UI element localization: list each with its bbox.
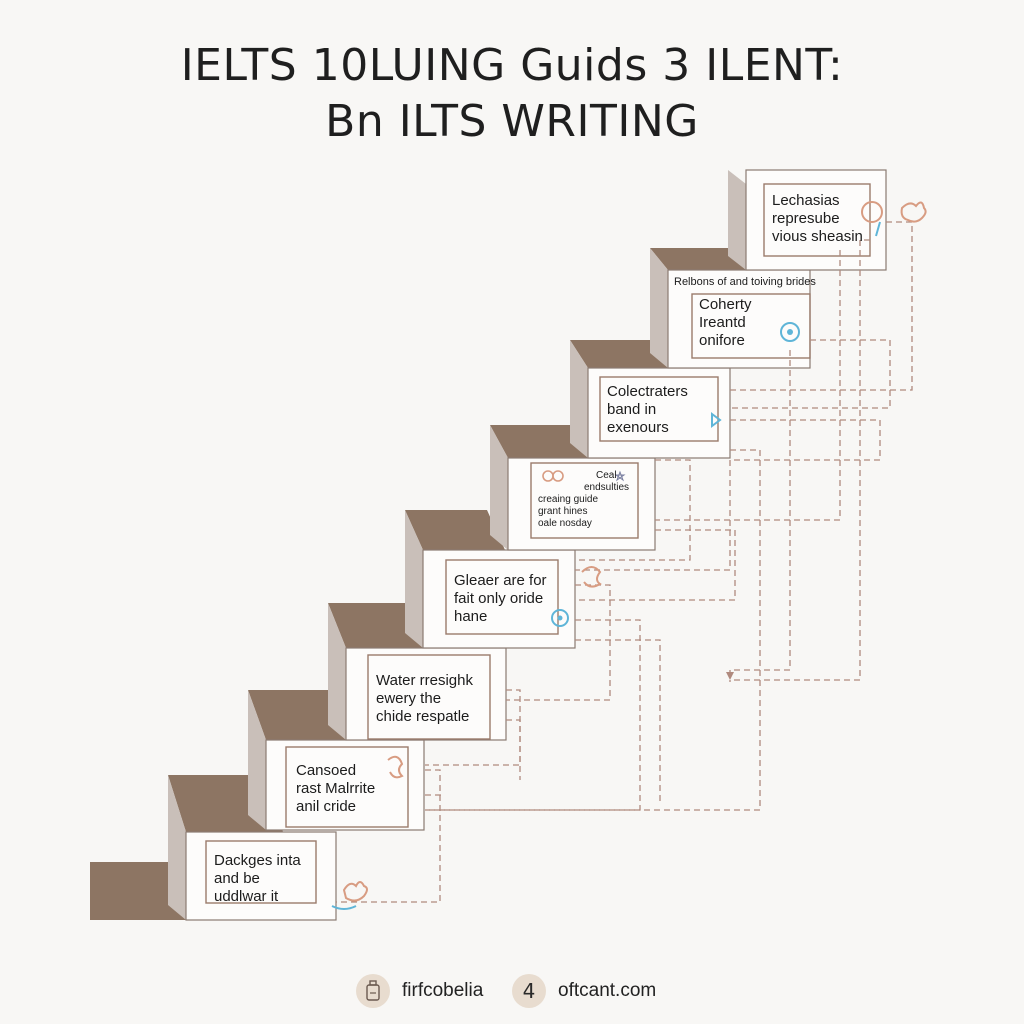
- step-7-label: Coherty Ireantd onifore: [699, 296, 752, 350]
- step-2-label: Cansoed rast Malrrite anil cride: [296, 762, 375, 816]
- footer-right: 4 oftcant.com: [512, 968, 656, 1014]
- step-5-label: Ceal endsulties creaing guide grant hine…: [538, 470, 629, 530]
- step-2-line-3: anil cride: [296, 798, 357, 815]
- footer-left: firfcobelia: [356, 968, 483, 1014]
- diagram-title-line2: Bn ILTS WRITING: [325, 96, 699, 147]
- step-8-line-2: represube: [772, 210, 840, 227]
- blue-swoosh-icon: [331, 905, 357, 910]
- step-5-line-5: oale nosday: [538, 518, 592, 529]
- blue-ring-center-icon: [557, 615, 563, 621]
- blue-arrow-icon: [711, 412, 722, 428]
- step-2-line-2: rast Malrrite: [296, 780, 376, 797]
- step-1-line-1: Dackges inta: [214, 852, 301, 869]
- step-8-line-1: Lechasias: [772, 192, 840, 209]
- dashed-connectors: [336, 221, 913, 903]
- arrow-head-icon: [726, 672, 734, 680]
- number-badge: 4: [512, 974, 546, 1008]
- step-6-label: Colectraters band in exenours: [607, 383, 688, 437]
- step-4-line-1: Gleaer are for: [454, 572, 547, 589]
- step-3-line-1: Water rresighk: [376, 672, 473, 689]
- blue-dot-center-icon: [787, 329, 793, 335]
- step-6-line-3: exenours: [607, 419, 669, 436]
- step-3-line-3: chide respatle: [376, 708, 470, 725]
- step-8-label: Lechasias represube vious sheasin: [772, 192, 863, 246]
- step-5-line-4: grant hines: [538, 506, 588, 517]
- stair-step-2: [248, 690, 425, 831]
- flower-icon: [542, 470, 564, 482]
- step-4-line-3: hane: [454, 608, 488, 625]
- bottle-icon: [356, 974, 390, 1008]
- step-6-line-2: band in: [607, 401, 657, 418]
- step-7-line-3: onifore: [699, 332, 745, 349]
- diagram-title-line1: IELTS 10LUING Guids 3 ILENT:: [180, 40, 844, 91]
- step-2-line-1: Cansoed: [296, 762, 357, 779]
- star-icon: [614, 470, 626, 482]
- stair-step-7: [650, 248, 811, 369]
- step-1-line-2: and be: [214, 870, 260, 887]
- pin-icon: [875, 221, 881, 237]
- step-7-line-1: Coherty: [699, 296, 752, 313]
- step-1-line-3: uddlwar it: [214, 888, 279, 905]
- stair-step-3: [328, 603, 507, 741]
- step-6-line-1: Colectraters: [607, 383, 688, 400]
- hand-wave-icon: [342, 881, 368, 902]
- step-3-label: Water rresighk ewery the chide respatle: [376, 672, 473, 726]
- step-8-line-3: vious sheasin: [772, 228, 863, 245]
- step-5-line-1: Ceal: [596, 470, 617, 481]
- peach-knot-icon: [387, 755, 404, 779]
- footer-link-text[interactable]: oftcant.com: [558, 980, 657, 1001]
- stair-step-8: [728, 169, 887, 271]
- step-7-caption: Relbons of and toiving brides: [674, 276, 816, 288]
- leaf-icon: [581, 566, 602, 588]
- peach-circle-icon: [861, 201, 883, 223]
- blue-dot-icon: [780, 322, 800, 342]
- step-7-line-2: Ireantd: [699, 314, 746, 331]
- stair-step-6: [570, 340, 731, 459]
- step-3-line-2: ewery the: [376, 690, 442, 707]
- step-5-line-3: creaing guide: [538, 494, 599, 505]
- stair-step-5: [490, 425, 656, 551]
- step-4-label: Gleaer are for fait only oride hane: [454, 572, 547, 626]
- step-4-line-2: fait only oride: [454, 590, 544, 607]
- stair-step-4: [405, 510, 576, 649]
- step-5-line-2: endsulties: [584, 482, 630, 493]
- footer-left-text: firfcobelia: [402, 980, 484, 1001]
- step-1-label: Dackges inta and be uddlwar it: [214, 852, 301, 906]
- hand-icon: [900, 201, 927, 223]
- blue-ring-icon: [551, 609, 569, 627]
